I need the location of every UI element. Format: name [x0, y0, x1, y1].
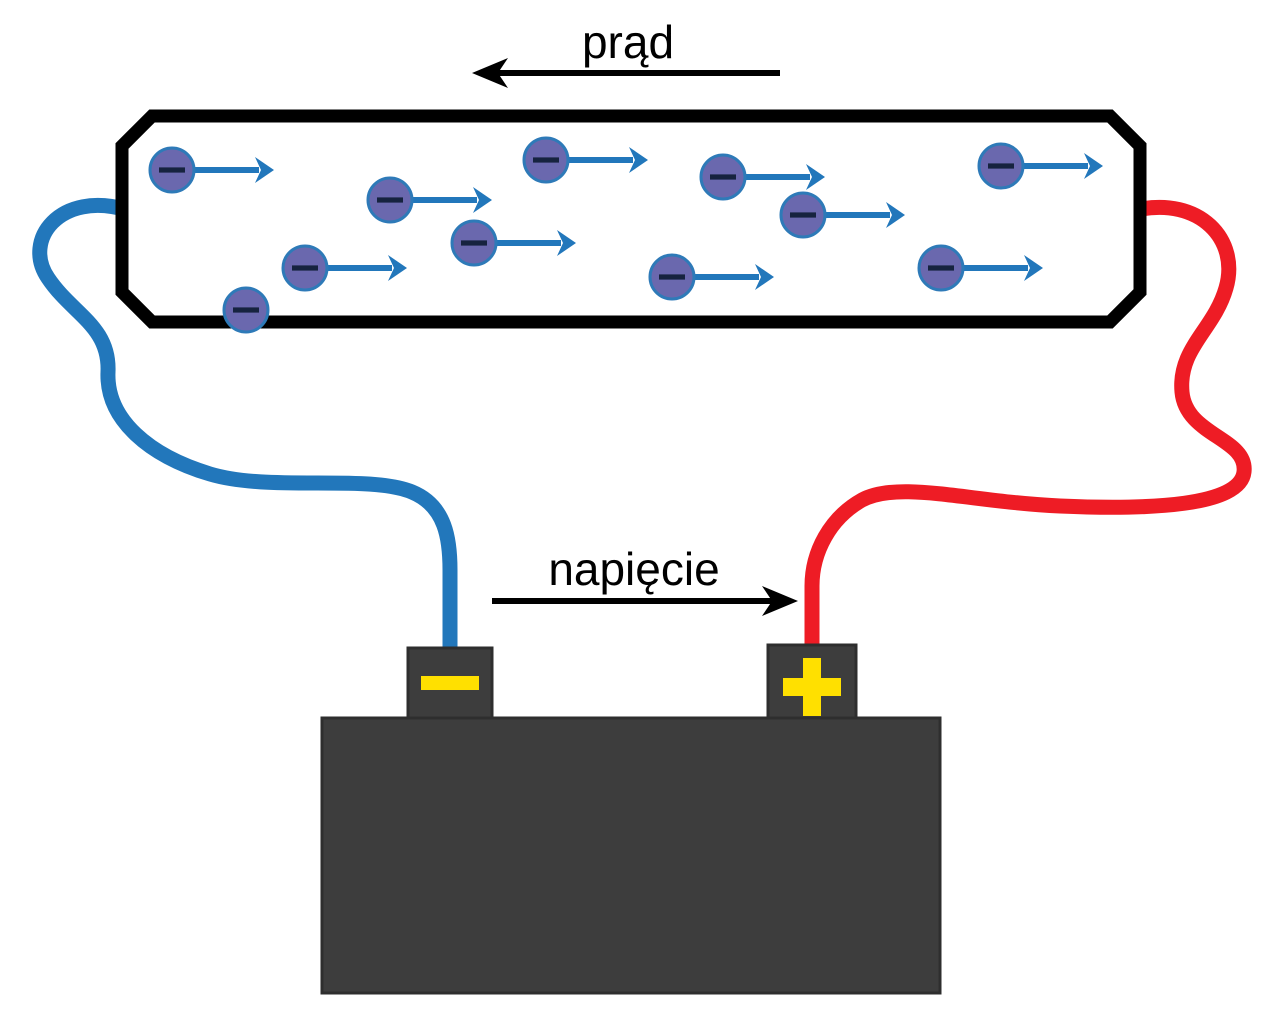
electron-minus-sign-icon: [533, 157, 559, 163]
conductor-block: [115, 109, 1147, 329]
electron-arrow-head: [806, 164, 825, 190]
plus-symbol-icon-vertical: [803, 658, 821, 716]
positive-wire: [804, 199, 1252, 658]
current-annotation: prąd: [472, 16, 780, 88]
electron-minus-sign-icon: [790, 212, 816, 218]
arrow-head: [762, 586, 798, 616]
electron-arrow-head: [886, 202, 905, 228]
electron-minus-sign-icon: [710, 174, 736, 180]
electron-arrow-head: [1084, 153, 1103, 179]
battery: [320, 643, 942, 995]
electron: [917, 244, 965, 292]
minus-symbol-icon: [421, 676, 479, 690]
electron-arrow: [410, 187, 492, 213]
electron-arrow: [325, 255, 407, 281]
current-arrow: [472, 58, 780, 88]
wires-group: [32, 197, 1252, 660]
electron-arrow: [961, 255, 1043, 281]
electron-minus-sign-icon: [377, 197, 403, 203]
voltage-label: napięcie: [548, 543, 719, 595]
electron: [977, 142, 1025, 190]
conductor-outline: [115, 109, 1147, 329]
electron-arrow: [1021, 153, 1103, 179]
electron-minus-sign-icon: [928, 265, 954, 271]
electron-arrow-head: [557, 230, 576, 256]
electron-arrow-head: [1024, 255, 1043, 281]
voltage-annotation: napięcie: [492, 543, 798, 616]
electron: [450, 219, 498, 267]
electron-arrow: [494, 230, 576, 256]
electron-arrow: [692, 264, 774, 290]
electron-arrow: [823, 202, 905, 228]
electron: [522, 136, 570, 184]
negative-wire: [32, 197, 458, 660]
electron-minus-sign-icon: [659, 274, 685, 280]
electron-minus-sign-icon: [988, 163, 1014, 169]
electron: [222, 286, 270, 334]
electron-arrow-head: [755, 264, 774, 290]
electron-minus-sign-icon: [461, 240, 487, 246]
electron-arrow: [743, 164, 825, 190]
electron: [366, 176, 414, 224]
electron-minus-sign-icon: [233, 307, 259, 313]
electron-arrow-head: [473, 187, 492, 213]
battery-body[interactable]: [320, 716, 942, 995]
electron: [648, 253, 696, 301]
electron-arrow-head: [629, 147, 648, 173]
electrons-group: [148, 136, 1103, 334]
arrow-head: [472, 58, 508, 88]
electron-minus-sign-icon: [292, 265, 318, 271]
current-label: prąd: [582, 16, 674, 68]
electron-arrow: [192, 157, 274, 183]
electron: [699, 153, 747, 201]
electron: [779, 191, 827, 239]
electron-arrow-head: [255, 157, 274, 183]
voltage-arrow: [492, 586, 798, 616]
electron: [148, 146, 196, 194]
electron-arrow-head: [388, 255, 407, 281]
electron-arrow: [566, 147, 648, 173]
electron-minus-sign-icon: [159, 167, 185, 173]
electron: [281, 244, 329, 292]
